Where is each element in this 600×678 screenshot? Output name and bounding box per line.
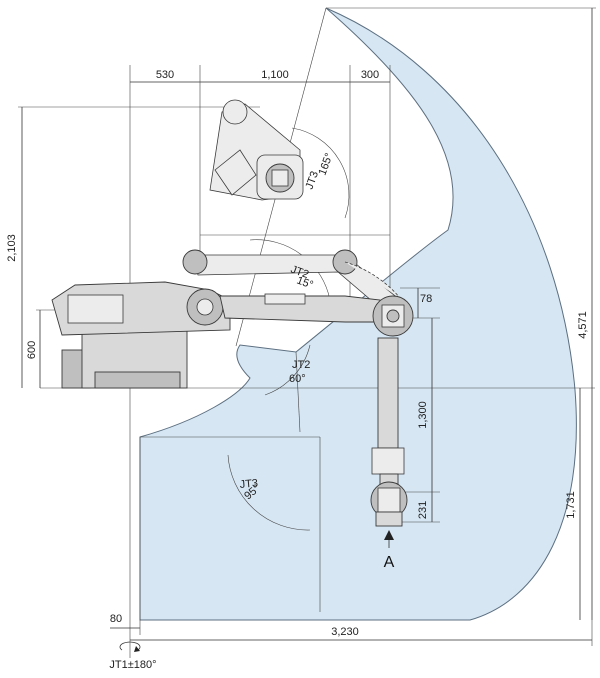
dim-2103-label: 2,103 [6,234,18,262]
dim-78-label: 78 [420,293,432,305]
jt3-upper-angle: 165° [317,152,336,177]
point-a-label: A [384,554,395,571]
jt2-lower-angle: 60° [289,373,306,385]
dim-300-label: 300 [361,69,379,81]
envelope-guide-line [295,351,301,433]
jt3-lower-arc [227,454,311,531]
dim-1731-label: 1,731 [565,491,577,519]
robot-forearm [219,293,381,323]
jt2-upper-angle: 15° [295,275,315,292]
rotation-arrow-icon [119,630,141,658]
dim-530-label: 530 [156,69,174,81]
jt2-lower-arc [264,344,311,396]
dim-4571-label: 4,571 [577,311,589,339]
dim-231-label: 231 [417,501,429,519]
dim-1100-label: 1,100 [261,69,289,81]
jt3-upper-name: JT3 [304,170,322,191]
jt3-lower-name: JT3 [239,477,258,491]
robot-upper-arm [182,249,401,319]
jt3-upper-arc [291,127,350,219]
arrow-up-icon [384,530,394,548]
jt2-upper-name: JT2 [289,264,310,282]
robot-arm-raised-ghost [209,99,304,201]
robot-base [51,281,231,389]
dim-600-label: 600 [26,341,38,359]
jt2-lower-name: JT2 [292,359,310,371]
robot-wrist-assembly [370,295,414,527]
dim-80-label: 80 [110,613,122,625]
dim-1300-label: 1,300 [417,401,429,429]
dim-3230-label: 3,230 [331,626,359,638]
jt1-rotation-label: JT1±180° [109,659,156,671]
